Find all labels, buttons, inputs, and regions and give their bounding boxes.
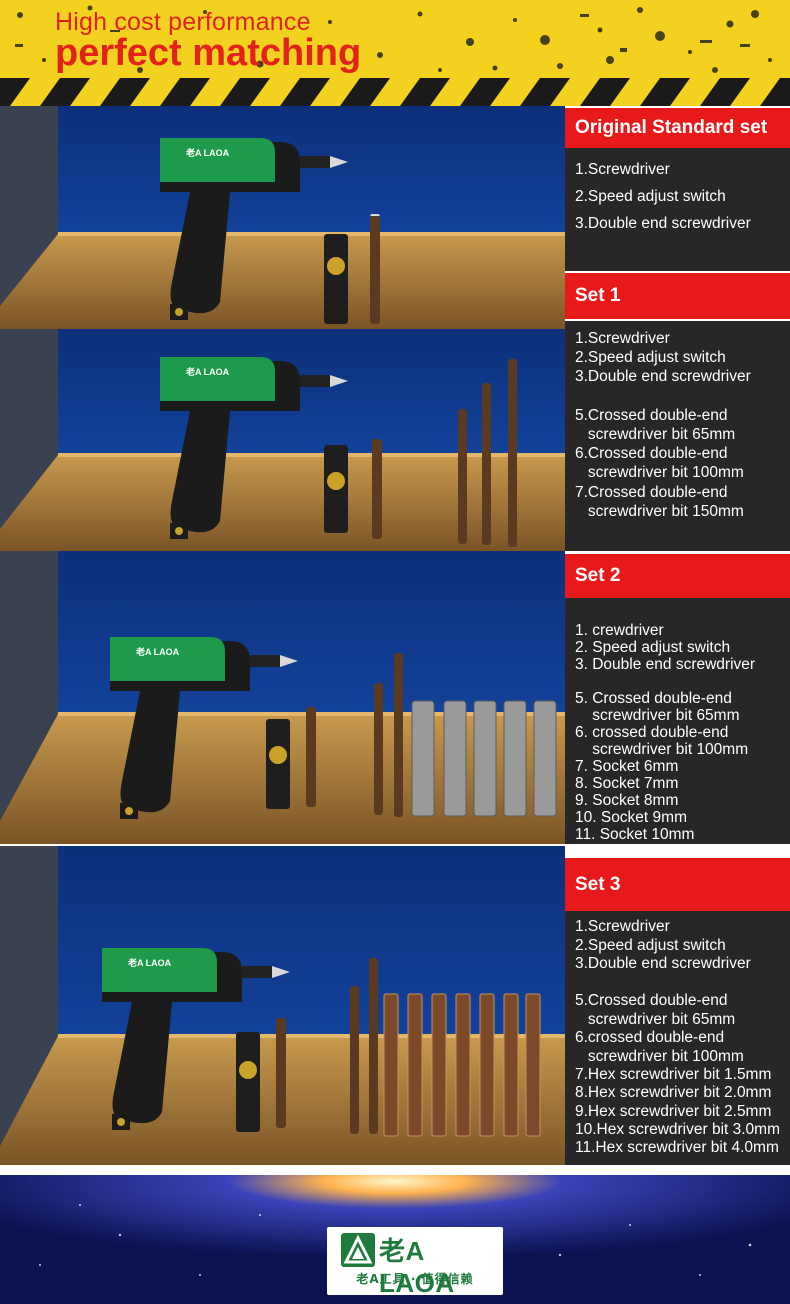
pneumatic-screwdriver-tool bbox=[110, 637, 298, 819]
set-title-bar: Set 2 bbox=[565, 554, 790, 598]
accessory-bits bbox=[324, 214, 380, 324]
set-item: 9. Socket 8mm bbox=[575, 792, 679, 809]
set-items-panel: 1.Screwdriver 2.Speed adjust switch 3.Do… bbox=[565, 321, 790, 551]
set-info-panel: Set 2 1. crewdriver 2. Speed adjust swit… bbox=[565, 551, 790, 844]
footer-banner: 老A LAOA 老A工具 · 值得信赖 bbox=[0, 1175, 790, 1304]
set-item: 1. crewdriver bbox=[575, 622, 664, 639]
brand-logo: 老A LAOA 老A工具 · 值得信赖 bbox=[327, 1227, 503, 1298]
set-item: 2.Speed adjust switch bbox=[575, 349, 726, 366]
set-item: 1.Screwdriver bbox=[575, 918, 670, 935]
brand-name: 老A LAOA bbox=[379, 1236, 455, 1298]
set-item: 1.Screwdriver bbox=[575, 161, 670, 178]
banner-title-line2: perfect matching bbox=[55, 32, 362, 74]
accessory-bits bbox=[324, 359, 517, 547]
set-item: 5.Crossed double-end bbox=[575, 407, 728, 424]
set-item: 2. Speed adjust switch bbox=[575, 639, 731, 656]
section-set-1: 老A LAOA 1.Screwdriver 2.Speed adjust swi… bbox=[0, 321, 790, 551]
set-item: 5. Crossed double-end bbox=[575, 690, 732, 707]
hazard-stripes bbox=[0, 78, 790, 106]
set-item: 2.Speed adjust switch bbox=[575, 937, 726, 954]
set-item: 8. Socket 7mm bbox=[575, 775, 679, 792]
pneumatic-screwdriver-tool bbox=[102, 948, 290, 1130]
set-item: 3. Double end screwdriver bbox=[575, 656, 756, 673]
set-item: 6.Crossed double-end bbox=[575, 445, 728, 462]
set-item: screwdriver bit 100mm bbox=[575, 1048, 744, 1065]
product-scene: 老A LAOA bbox=[0, 846, 565, 1165]
set-item: 1.Screwdriver bbox=[575, 330, 670, 347]
banner-title-line1: High cost performance bbox=[55, 8, 311, 36]
tool-brand-label: 老A LAOA bbox=[186, 367, 230, 377]
accessory-bits bbox=[266, 653, 557, 817]
tool-brand-label: 老A LAOA bbox=[186, 148, 230, 158]
set-title-bar: Set 1 bbox=[565, 273, 790, 319]
set-item: 11.Hex screwdriver bit 4.0mm bbox=[575, 1139, 779, 1156]
pneumatic-screwdriver-tool bbox=[160, 138, 348, 320]
set-item: 6. crossed double-end bbox=[575, 724, 729, 741]
set-item: screwdriver bit 100mm bbox=[575, 464, 744, 481]
set-item: 7. Socket 6mm bbox=[575, 758, 679, 775]
set-item: screwdriver bit 100mm bbox=[575, 741, 749, 758]
set-item: screwdriver bit 65mm bbox=[575, 426, 736, 443]
set-title-bar: Set 3 bbox=[565, 858, 790, 911]
set-info-panel: 1.Screwdriver 2.Speed adjust switch 3.Do… bbox=[565, 321, 790, 551]
set-items-panel: 1.Screwdriver 2.Speed adjust switch 3.Do… bbox=[565, 148, 790, 271]
set-item: screwdriver bit 65mm bbox=[575, 1011, 736, 1028]
set-items-panel: 1. crewdriver 2. Speed adjust switch 3. … bbox=[565, 598, 790, 844]
set-item: 3.Double end screwdriver bbox=[575, 955, 751, 972]
set-info-panel: Original Standard set 1.Screwdriver 2.Sp… bbox=[565, 106, 790, 329]
brand-slogan: 老A工具 · 值得信赖 bbox=[356, 1272, 474, 1286]
set-title-bar: Original Standard set bbox=[565, 108, 790, 148]
set-item: 3.Double end screwdriver bbox=[575, 368, 751, 385]
set-item: 5.Crossed double-end bbox=[575, 992, 728, 1009]
tool-brand-label: 老A LAOA bbox=[128, 958, 172, 968]
set-item: screwdriver bit 65mm bbox=[575, 707, 740, 724]
set-item: 10.Hex screwdriver bit 3.0mm bbox=[575, 1121, 781, 1138]
set-item: 8.Hex screwdriver bit 2.0mm bbox=[575, 1084, 772, 1101]
header-banner: High cost performance perfect matching bbox=[0, 0, 790, 106]
section-original-standard-set: 老A LAOA Original Standard set 1.Screwdri… bbox=[0, 106, 790, 329]
tool-brand-label: 老A LAOA bbox=[136, 647, 180, 657]
set-item: 2.Speed adjust switch bbox=[575, 188, 726, 205]
set-item: screwdriver bit 150mm bbox=[575, 503, 744, 520]
set-item: 11. Socket 10mm bbox=[575, 826, 695, 843]
accessory-bits bbox=[236, 958, 541, 1137]
set-item: 10. Socket 9mm bbox=[575, 809, 687, 826]
product-scene: 老A LAOA bbox=[0, 329, 565, 551]
product-scene: 老A LAOA bbox=[0, 106, 565, 329]
set-items-panel: 1.Screwdriver 2.Speed adjust switch 3.Do… bbox=[565, 911, 790, 1165]
section-set-2: 老A LAOA Set 2 1. crewdriver 2. Speed adj… bbox=[0, 551, 790, 844]
product-scene: 老A LAOA bbox=[0, 551, 565, 844]
set-item: 6.crossed double-end bbox=[575, 1029, 725, 1046]
set-item: 7.Hex screwdriver bit 1.5mm bbox=[575, 1066, 772, 1083]
pneumatic-screwdriver-tool bbox=[160, 357, 348, 539]
section-set-3: 老A LAOA Set 3 1.Screwdriver 2.Speed adju… bbox=[0, 846, 790, 1165]
set-item: 7.Crossed double-end bbox=[575, 484, 728, 501]
set-item: 9.Hex screwdriver bit 2.5mm bbox=[575, 1103, 772, 1120]
brand-emblem-icon bbox=[341, 1233, 375, 1267]
grunge-texture bbox=[15, 5, 772, 73]
set-info-panel: Set 3 1.Screwdriver 2.Speed adjust switc… bbox=[565, 846, 790, 1165]
set-item: 3.Double end screwdriver bbox=[575, 215, 751, 232]
